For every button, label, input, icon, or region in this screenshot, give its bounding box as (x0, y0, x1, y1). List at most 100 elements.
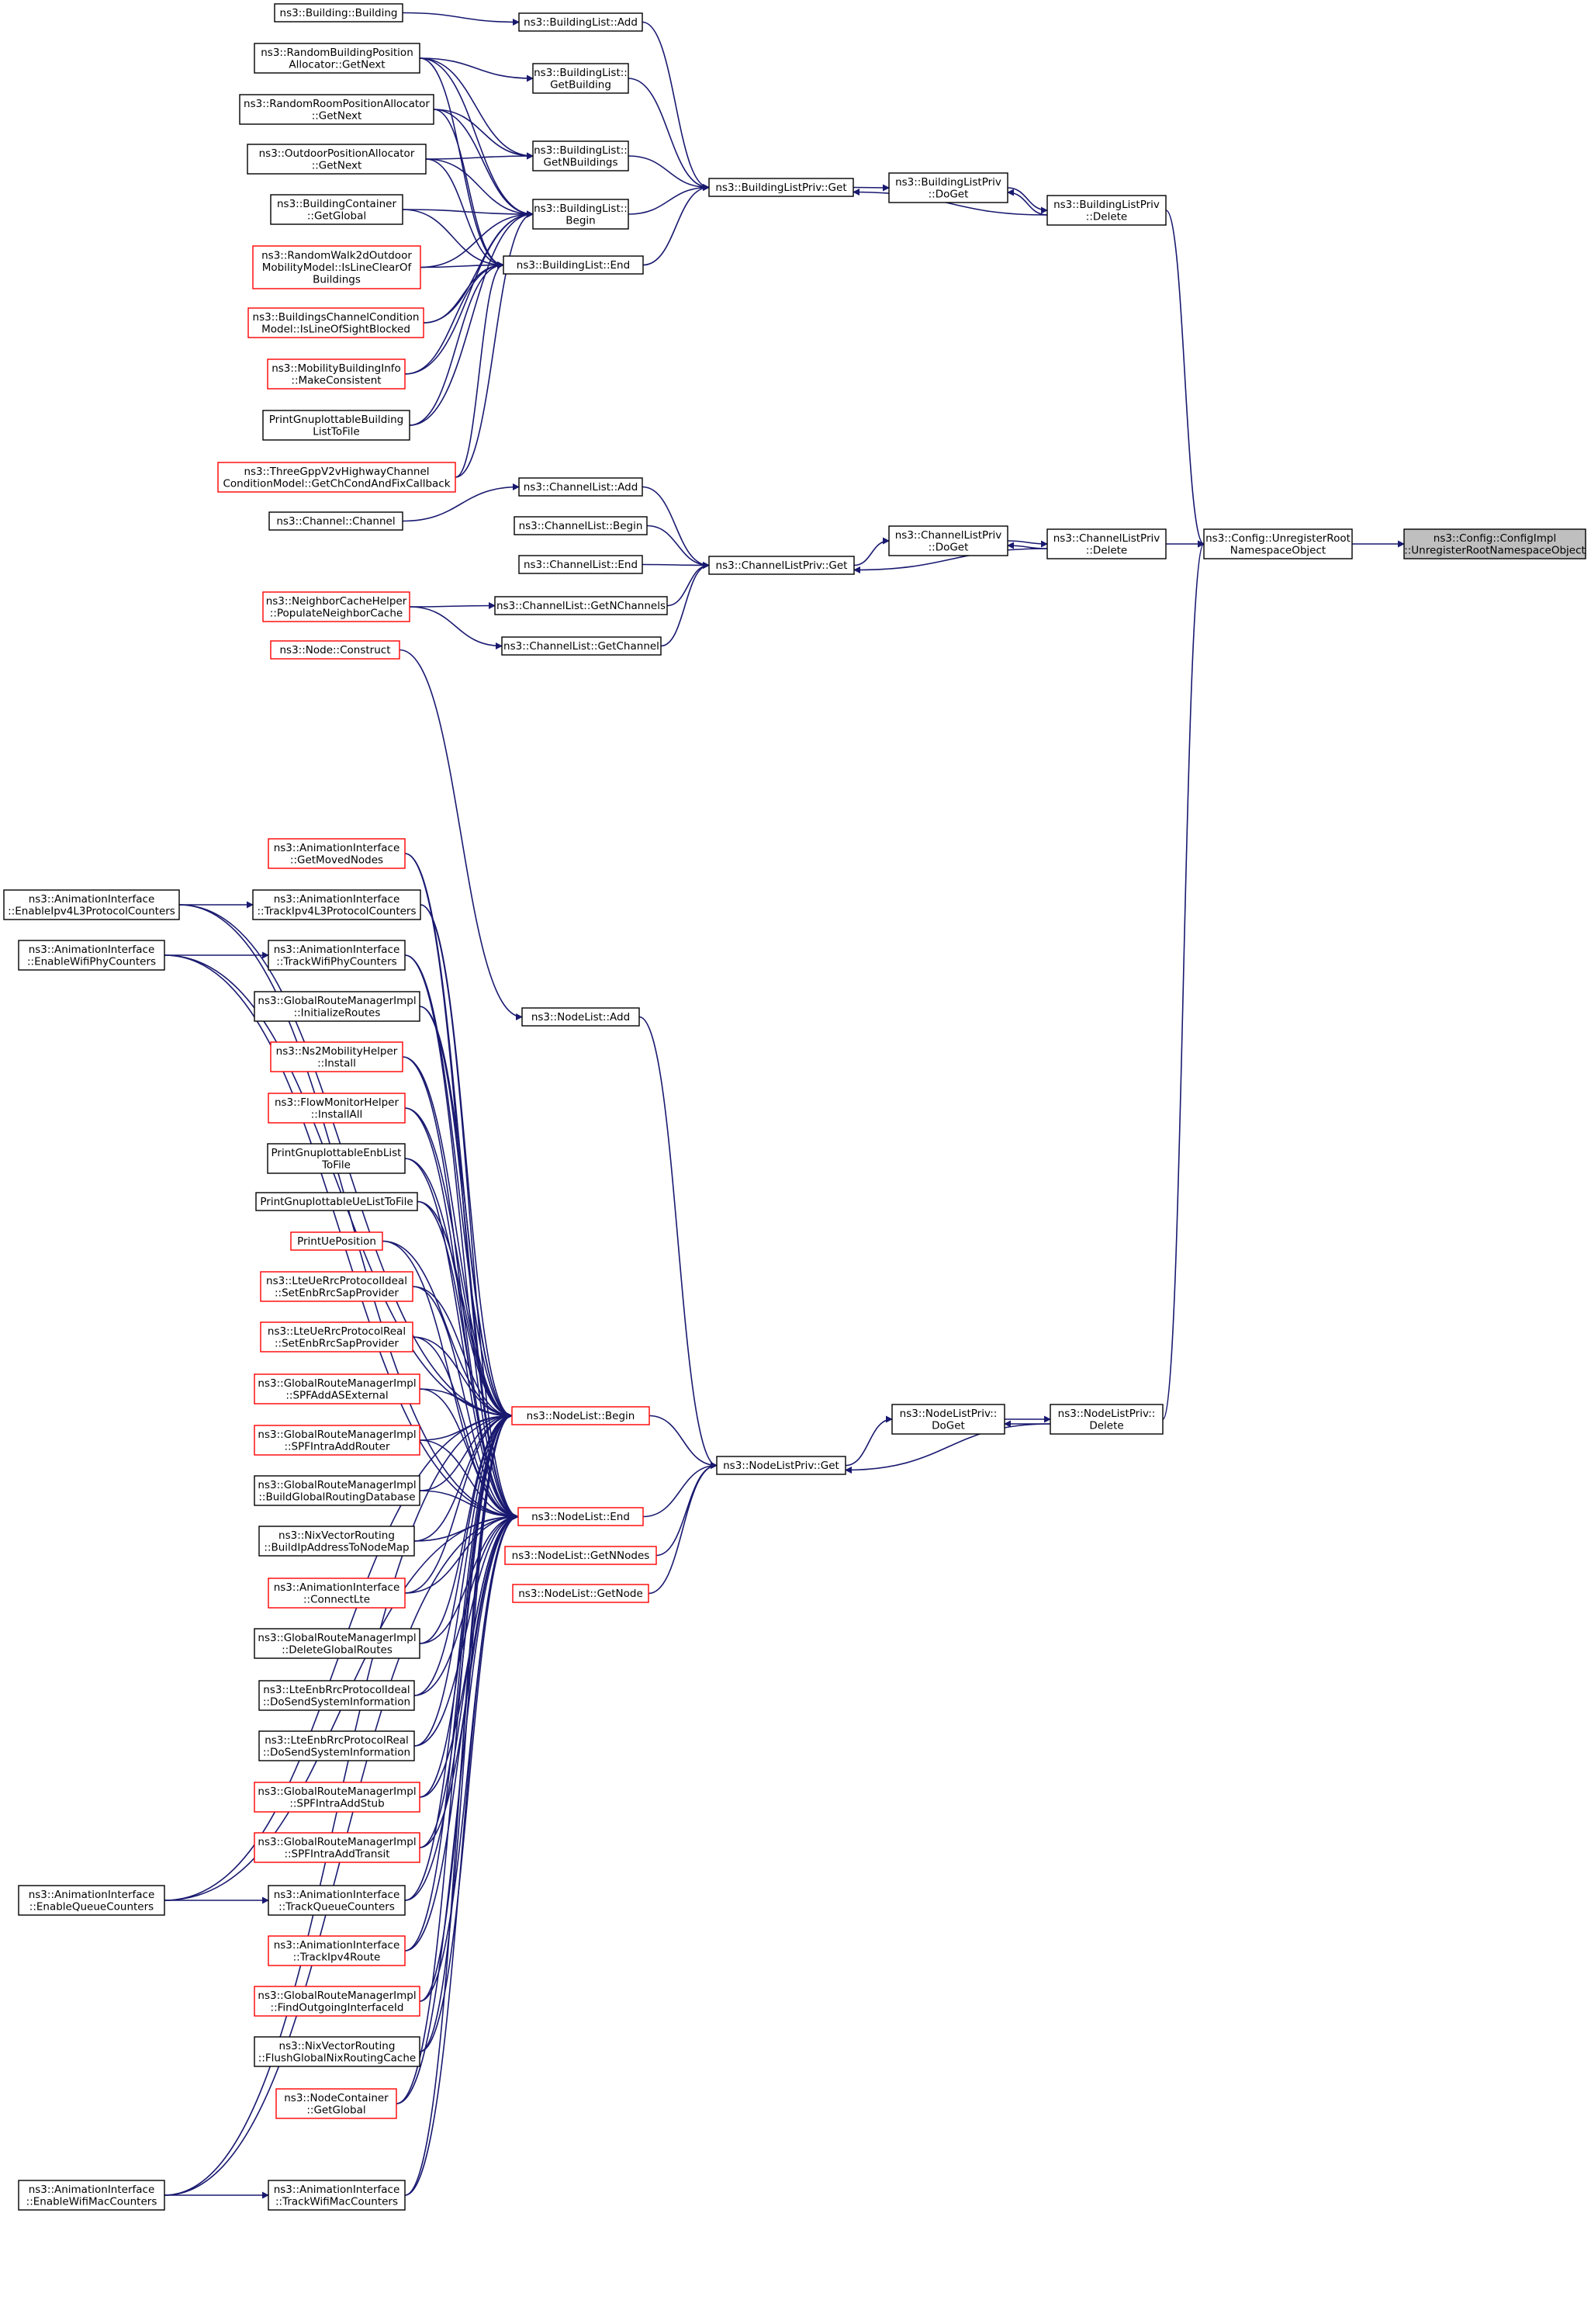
graph-node-pgUe[interactable]: PrintGnuplottableUeListToFile (255, 1192, 418, 1211)
graph-node-aiTrQueue[interactable]: ns3::AnimationInterface::TrackQueueCount… (268, 1885, 406, 1916)
graph-node-enbIdeal[interactable]: ns3::LteEnbRrcProtocolIdeal::DoSendSyste… (258, 1680, 415, 1711)
graph-node-nch[interactable]: ns3::NeighborCacheHelper::PopulateNeighb… (262, 591, 410, 622)
node-box[interactable] (494, 596, 668, 615)
node-box[interactable] (501, 636, 662, 656)
graph-node-blpDoGet[interactable]: ns3::BuildingListPriv::DoGet (888, 172, 1008, 203)
graph-node-nodeConstruct[interactable]: ns3::Node::Construct (270, 640, 400, 660)
node-box[interactable] (290, 1231, 383, 1251)
graph-node-ns2[interactable]: ns3::Ns2MobilityHelper::Install (270, 1041, 403, 1072)
node-box[interactable] (268, 1885, 406, 1916)
node-box[interactable] (217, 462, 456, 493)
node-box[interactable] (254, 1475, 420, 1506)
node-box[interactable] (254, 1986, 420, 2017)
graph-node-aiTrWifiMac[interactable]: ns3::AnimationInterface::TrackWifiMacCou… (268, 2180, 406, 2211)
node-box[interactable] (1046, 528, 1167, 559)
graph-node-fmh[interactable]: ns3::FlowMonitorHelper::InstallAll (268, 1093, 406, 1124)
graph-node-bcGlobal[interactable]: ns3::BuildingContainer::GetGlobal (270, 194, 403, 225)
graph-node-bccm[interactable]: ns3::BuildingsChannelConditionModel::IsL… (247, 307, 424, 338)
graph-node-grmTransit[interactable]: ns3::GlobalRouteManagerImpl::SPFIntraAdd… (254, 1832, 420, 1863)
node-box[interactable] (262, 591, 410, 622)
node-box[interactable] (18, 940, 165, 971)
node-box[interactable] (891, 1404, 1005, 1435)
node-box[interactable] (270, 194, 403, 225)
node-box[interactable] (252, 245, 421, 289)
node-box[interactable] (503, 255, 644, 275)
graph-node-nlGetN[interactable]: ns3::NodeList::GetNNodes (504, 1546, 657, 1565)
graph-node-grmBuild[interactable]: ns3::GlobalRouteManagerImpl::BuildGlobal… (254, 1475, 420, 1506)
graph-node-pUe[interactable]: PrintUePosition (290, 1231, 383, 1251)
node-box[interactable] (521, 1007, 640, 1027)
graph-node-ncGlobal[interactable]: ns3::NodeContainer::GetGlobal (275, 2088, 397, 2119)
node-box[interactable] (518, 555, 643, 574)
node-box[interactable] (1046, 195, 1167, 226)
node-box[interactable] (518, 12, 643, 32)
node-box[interactable] (532, 140, 629, 171)
graph-node-unreg[interactable]: ns3::Config::UnregisterRootNamespaceObje… (1203, 528, 1353, 559)
node-box[interactable] (511, 1406, 650, 1425)
graph-node-clpDelete[interactable]: ns3::ChannelListPriv::Delete (1046, 528, 1167, 559)
graph-node-grmStub[interactable]: ns3::GlobalRouteManagerImpl::SPFIntraAdd… (254, 1782, 420, 1813)
graph-node-nlpDoGet[interactable]: ns3::NodeListPriv::DoGet (891, 1404, 1005, 1435)
graph-node-aiTrIpv4Route[interactable]: ns3::AnimationInterface::TrackIpv4Route (268, 1935, 406, 1966)
node-box[interactable] (517, 1507, 644, 1526)
graph-node-aiTrIpv4[interactable]: ns3::AnimationInterface::TrackIpv4L3Prot… (252, 889, 421, 920)
graph-node-blAdd[interactable]: ns3::BuildingList::Add (518, 12, 643, 32)
graph-node-aiEnIpv4[interactable]: ns3::AnimationInterface::EnableIpv4L3Pro… (3, 889, 180, 920)
node-box[interactable] (239, 94, 434, 125)
node-box[interactable] (254, 1425, 420, 1456)
graph-node-rrpa[interactable]: ns3::RandomRoomPositionAllocator::GetNex… (239, 94, 434, 125)
graph-node-clpGet[interactable]: ns3::ChannelListPriv::Get (708, 556, 855, 575)
node-box[interactable] (1050, 1404, 1164, 1435)
node-box[interactable] (708, 556, 855, 575)
graph-node-nixBuild[interactable]: ns3::NixVectorRouting::BuildIpAddressToN… (258, 1526, 415, 1557)
graph-node-building[interactable]: ns3::Building::Building (274, 3, 403, 23)
node-box[interactable] (254, 1628, 420, 1659)
graph-node-root[interactable]: ns3::Config::ConfigImpl::UnregisterRootN… (1403, 528, 1586, 559)
graph-node-grmDel[interactable]: ns3::GlobalRouteManagerImpl::DeleteGloba… (254, 1628, 420, 1659)
node-box[interactable] (252, 889, 421, 920)
node-box[interactable] (3, 889, 180, 920)
node-box[interactable] (532, 199, 629, 230)
graph-node-lteRealSet[interactable]: ns3::LteUeRrcProtocolReal::SetEnbRrcSapP… (260, 1321, 413, 1352)
node-box[interactable] (512, 1584, 649, 1603)
node-box[interactable] (262, 410, 410, 441)
graph-node-clpDoGet[interactable]: ns3::ChannelListPriv::DoGet (888, 525, 1008, 556)
graph-node-aiTrWifiPhy[interactable]: ns3::AnimationInterface::TrackWifiPhyCou… (268, 940, 406, 971)
node-box[interactable] (270, 640, 400, 660)
graph-node-blGetN[interactable]: ns3::BuildingList::GetNBuildings (532, 140, 629, 171)
graph-node-rw2d[interactable]: ns3::RandomWalk2dOutdoorMobilityModel::I… (252, 245, 421, 289)
node-box[interactable] (504, 1546, 657, 1565)
node-box[interactable] (1203, 528, 1353, 559)
graph-node-nlpDelete[interactable]: ns3::NodeListPriv::Delete (1050, 1404, 1164, 1435)
graph-node-lteIdealSet[interactable]: ns3::LteUeRrcProtocolIdeal::SetEnbRrcSap… (260, 1271, 413, 1302)
graph-node-grmAS[interactable]: ns3::GlobalRouteManagerImpl::SPFAddASExt… (254, 1373, 420, 1404)
graph-node-nlAdd[interactable]: ns3::NodeList::Add (521, 1007, 640, 1027)
graph-node-nlBegin[interactable]: ns3::NodeList::Begin (511, 1406, 650, 1425)
node-box[interactable] (268, 1935, 406, 1966)
node-box[interactable] (716, 1456, 846, 1475)
node-box[interactable] (268, 838, 406, 869)
graph-node-aiLte[interactable]: ns3::AnimationInterface::ConnectLte (268, 1578, 406, 1609)
node-box[interactable] (1403, 528, 1586, 559)
node-box[interactable] (258, 1730, 415, 1761)
graph-node-opa[interactable]: ns3::OutdoorPositionAllocator::GetNext (247, 144, 427, 175)
node-box[interactable] (275, 2088, 397, 2119)
graph-node-clBegin[interactable]: ns3::ChannelList::Begin (514, 516, 648, 535)
graph-node-nlpGet[interactable]: ns3::NodeListPriv::Get (716, 1456, 846, 1475)
graph-node-aiEnWifiMac[interactable]: ns3::AnimationInterface::EnableWifiMacCo… (18, 2180, 165, 2211)
graph-node-channel[interactable]: ns3::Channel::Channel (268, 511, 403, 531)
node-box[interactable] (268, 940, 406, 971)
node-box[interactable] (254, 2036, 420, 2067)
node-box[interactable] (254, 1832, 420, 1863)
graph-node-grmInit[interactable]: ns3::GlobalRouteManagerImpl::InitializeR… (254, 991, 420, 1022)
graph-node-grmRouter[interactable]: ns3::GlobalRouteManagerImpl::SPFIntraAdd… (254, 1425, 420, 1456)
graph-node-blpDelete[interactable]: ns3::BuildingListPriv::Delete (1046, 195, 1167, 226)
node-box[interactable] (254, 1782, 420, 1813)
graph-node-rbpa[interactable]: ns3::RandomBuildingPositionAllocator::Ge… (254, 43, 420, 74)
graph-node-clEnd[interactable]: ns3::ChannelList::End (518, 555, 643, 574)
graph-node-enbReal[interactable]: ns3::LteEnbRrcProtocolReal::DoSendSystem… (258, 1730, 415, 1761)
node-box[interactable] (247, 307, 424, 338)
node-box[interactable] (274, 3, 403, 23)
node-box[interactable] (255, 1192, 418, 1211)
